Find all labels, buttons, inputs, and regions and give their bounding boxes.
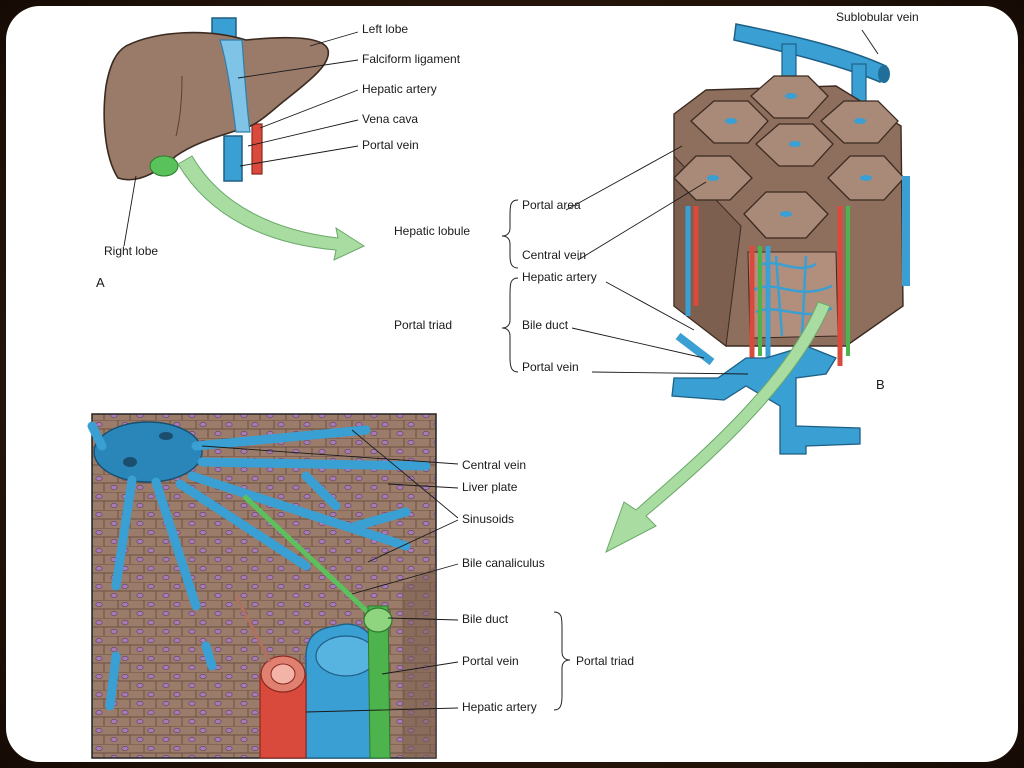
label-liver-plate: Liver plate	[462, 480, 518, 494]
label-bile-duct-c: Bile duct	[462, 612, 509, 626]
label-bile-duct-b: Bile duct	[522, 318, 569, 332]
label-sublobular-vein: Sublobular vein	[836, 10, 919, 24]
label-portal-vein-c: Portal vein	[462, 654, 519, 668]
label-hepatic-artery-c: Hepatic artery	[462, 700, 537, 714]
label-left-lobe: Left lobe	[362, 22, 409, 36]
label-portal-area: Portal area	[522, 198, 581, 212]
label-central-vein-b: Central vein	[522, 248, 587, 262]
panel-b-lobules	[501, 23, 910, 554]
label-falciform-ligament: Falciform ligament	[362, 52, 461, 66]
label-central-vein-c: Central vein	[462, 458, 527, 472]
panel-a-liver	[103, 17, 366, 261]
label-portal-triad-c: Portal triad	[576, 654, 635, 668]
label-portal-vein-b: Portal vein	[522, 360, 579, 374]
label-hepatic-artery-a: Hepatic artery	[362, 82, 437, 96]
label-portal-triad-b: Portal triad	[394, 318, 453, 332]
label-hepatic-artery-b: Hepatic artery	[522, 270, 597, 284]
label-vena-cava: Vena cava	[362, 112, 419, 126]
label-sinusoids: Sinusoids	[462, 512, 515, 526]
panel-c-micro	[87, 413, 571, 759]
liver-illustration	[87, 17, 910, 759]
slide: Left lobe Falciform ligament Hepatic art…	[6, 6, 1018, 762]
label-bile-canaliculus: Bile canaliculus	[462, 556, 545, 570]
label-hepatic-lobule: Hepatic lobule	[394, 224, 471, 238]
label-portal-vein-a: Portal vein	[362, 138, 419, 152]
panel-a-letter: A	[96, 275, 105, 290]
panel-b-letter: B	[876, 377, 885, 392]
label-right-lobe: Right lobe	[104, 244, 159, 258]
